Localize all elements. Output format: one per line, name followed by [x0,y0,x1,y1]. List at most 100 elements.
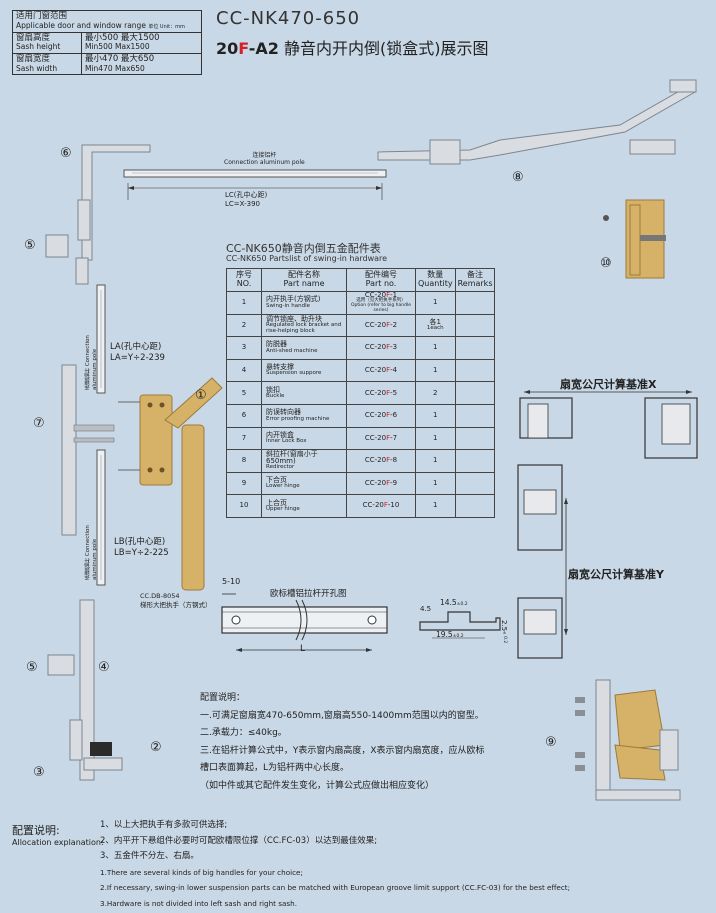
part-name-en: Buckle [266,392,285,399]
handle-model: CC.DB-8054 [140,592,180,600]
callout-3: ③ [33,765,45,780]
la-rod-label: 连接铝杆 Connection aluminum pole [84,310,98,390]
allocation-notes: 1、以上大把执手有多款可供选择; 2、内平开下悬组件必要时可配欧槽限位撑（CC.… [100,818,570,911]
la-zh: LA(孔中心距) [110,342,162,352]
config-notes: 配置说明： 一.可满足窗扇宽470-650mm,窗扇高550-1400mm范围以… [200,690,485,795]
profile-d4: 2.5 [500,620,508,632]
part-code-f: F [386,478,391,487]
part-code-a: CC-20 [364,478,387,487]
part-qty-value: 1 [433,411,438,420]
part-name-zh: 斜拉杆(窗扇小于650mm) [266,449,318,466]
part-code-b: -8 [390,456,398,465]
profile-dim-4: 2.5±0.2 [500,620,508,643]
part-code: CC-20F-7 [346,426,416,451]
range-header-en: Applicable door and window range [16,20,146,30]
col-no-zh: 序号 [236,270,252,280]
part-name-en: Swing-in handle [266,302,310,309]
lower-hinge-9 [575,679,681,801]
groove-dim-a: 5-10 [222,577,241,586]
part-remarks [454,381,496,405]
part-name-zh: 锁扣 [266,385,280,394]
profile-d2: 19.5 [436,630,453,639]
config-line-1: 一.可满足窗扇宽470-650mm,窗扇高550-1400mm范围以内的窗型。 [200,710,484,721]
part-code-a: CC-20 [364,456,387,465]
parts-list-title: CC-NK650静音内倒五金配件表 [226,242,381,255]
part-code-b: -7 [390,433,398,442]
part-code-f: F [386,320,391,329]
window-range-table: 适用门窗范围 Applicable door and window range … [12,10,202,76]
part-code-a: CC-20 [364,433,387,442]
sash-height-label-zh: 窗扇高度 [16,32,51,43]
profile-dim-2: 19.5±0.2 [436,630,464,639]
part-qty-value: 1 [433,456,438,465]
profile-dim-3: 4.5 [420,605,432,613]
sash-width-value-zh: 最小470 最大650 [85,53,155,64]
part-code-a: CC-20 [364,343,387,352]
swing-in-handle-1 [118,377,223,591]
part-name-en: Suspension suppore [266,370,322,377]
callout-1: ① [195,388,207,403]
sash-height-label-en: Sash height [16,42,61,52]
lower-assembly [47,599,123,781]
part-code-a: CC-20 [364,291,387,300]
part-no: 9 [226,471,262,496]
la-formula: LA=Y÷2-239 [110,353,165,363]
part-no: 1 [226,291,262,315]
la-rod-zh: 连接铝杆 [85,368,91,390]
upper-hinge-10 [603,199,666,279]
config-line-3: 三.在铝杆计算公式中，Y表示窗内扇高度，X表示窗内扇宽度，应从欧标 [200,745,485,756]
part-code-b: -6 [390,411,398,420]
top-rod-label-zh: 连接铝杆 [252,152,277,159]
profile-dim-1: 14.5±0.2 [440,598,468,607]
col-qty-en: Quantity [418,279,453,288]
lc-label: LC(孔中心距) LC=X-390 [225,191,267,209]
config-line-2: 二.承载力：≤40kg。 [200,728,287,738]
part-remarks [454,403,496,428]
lb-formula: LB=Y÷2-225 [114,548,169,558]
part-code-a: CC-20 [364,388,387,397]
part-remarks [454,291,496,315]
part-code: CC-20F-6 [346,403,416,428]
part-no: 10 [226,494,262,518]
allocation-zh-2: 2、内平开下悬组件必要时可配欧槽限位撑（CC.FC-03）以达到最佳效果; [100,835,378,846]
section-y-label: 扇宽公尺计算基准Y [568,568,664,581]
top-rod-label: 连接铝杆 Connection aluminum pole [224,150,305,166]
part-name-zh: 防脱器 [266,340,287,349]
section-y-drawing [517,464,568,659]
allocation-title-en: Allocation explanation: [12,838,104,847]
part-no: 2 [226,313,262,338]
part-code-note: 选用（见大把执手系列）Option (refer to big handle s… [350,298,412,313]
part-no: 3 [226,336,262,360]
callout-8: ⑧ [512,170,524,185]
part-name: 斜拉杆(窗扇小于650mm)Redirector [261,449,347,473]
title-highlight: F [238,39,249,58]
part-name-en: Lower hinge [266,483,300,490]
callout-2: ② [150,740,162,755]
allocation-en-3: 3.Hardware is not divided into left sash… [100,898,297,908]
part-name-zh: 上合页 [266,498,287,507]
sash-width-label-en: Sash width [16,63,58,73]
corner-drive-part-6 [75,144,151,285]
sash-height-value-zh: 最小500 最大1500 [85,32,160,43]
part-name-zh: 下合页 [266,475,287,484]
part-code-f: F [386,365,391,374]
part-name-en: Redirector [266,464,295,471]
col-qty-zh: 数量 [427,270,444,280]
profile-d2-tol: ±0.2 [452,634,464,639]
